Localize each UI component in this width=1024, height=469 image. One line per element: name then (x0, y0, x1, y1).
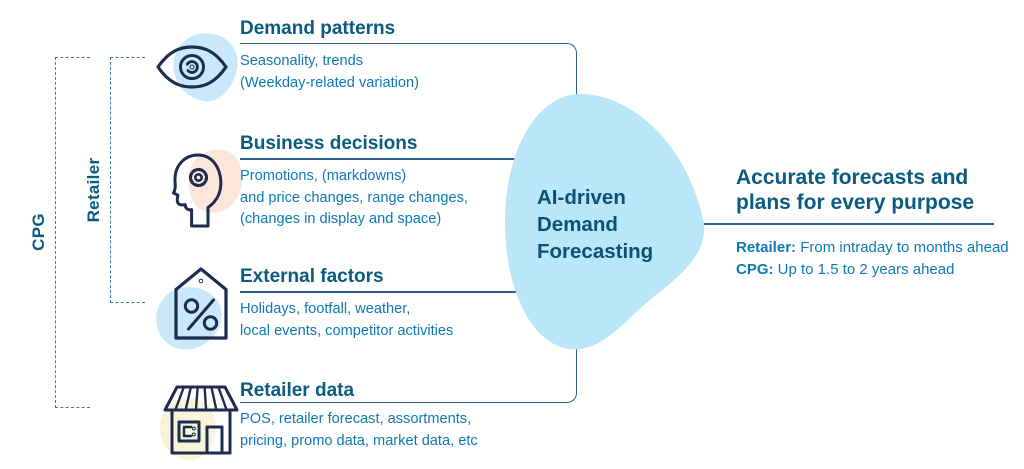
output-detail-cpg-label: CPG: (736, 260, 774, 278)
section-body-retailer-data: POS, retailer forecast, assortments, pri… (240, 409, 478, 452)
retailer-scope-bracket (110, 57, 145, 303)
store-icon (163, 385, 239, 455)
section-title-business-decisions: Business decisions (240, 133, 418, 154)
business-decisions-underline (240, 158, 518, 160)
text-line: Demand (537, 213, 618, 236)
text-line: Seasonality, trends (240, 53, 364, 69)
eye-icon (156, 45, 228, 89)
section-body-demand-patterns: Seasonality, trends (Weekday-related var… (240, 51, 419, 94)
retailer-scope-label: Retailer (84, 157, 103, 223)
section-body-external-factors: Holidays, footfall, weather, local event… (240, 299, 453, 342)
section-title-demand-patterns: Demand patterns (240, 18, 396, 39)
output-details: Retailer: From intraday to months ahead … (736, 237, 1009, 280)
text-line: (Weekday-related variation) (240, 74, 419, 91)
output-title: Accurate forecasts and plans for every p… (736, 165, 974, 215)
text-line: pricing, promo data, market data, etc (240, 432, 478, 449)
text-line: plans for every purpose (736, 191, 975, 214)
text-line: Forecasting (537, 240, 654, 263)
text-line: and price changes, range changes, (240, 189, 468, 206)
text-line: (changes in display and space) (240, 211, 442, 227)
output-detail-retailer-text: From intraday to months ahead (796, 239, 1009, 256)
section-title-external-factors: External factors (240, 266, 384, 287)
output-detail-retailer-label: Retailer: (736, 239, 797, 256)
percent-tag-icon (174, 267, 228, 340)
output-detail-retailer: Retailer: From intraday to months ahead (736, 237, 1009, 259)
text-line: local events, competitor activities (240, 322, 454, 339)
section-body-business-decisions: Promotions, (markdowns) and price change… (240, 166, 468, 231)
external-factors-underline (240, 291, 518, 293)
central-blob-label: AI-driven Demand Forecasting (537, 184, 653, 265)
head-gear-icon (172, 153, 223, 228)
section-title-retailer-data: Retailer data (240, 380, 355, 401)
text-line: Holidays, footfall, weather, (240, 301, 411, 317)
cpg-scope-label: CPG (29, 213, 48, 251)
output-connector-line (695, 223, 994, 225)
text-line: Accurate forecasts and (736, 166, 969, 189)
text-line: Promotions, (markdowns) (240, 168, 407, 184)
output-detail-cpg: CPG: Up to 1.5 to 2 years ahead (736, 259, 1009, 281)
central-blob (505, 93, 705, 350)
cpg-scope-bracket (55, 57, 90, 408)
text-line: AI-driven (537, 186, 626, 209)
output-detail-cpg-text: Up to 1.5 to 2 years ahead (773, 260, 955, 278)
text-line: POS, retailer forecast, assortments, (240, 411, 472, 427)
